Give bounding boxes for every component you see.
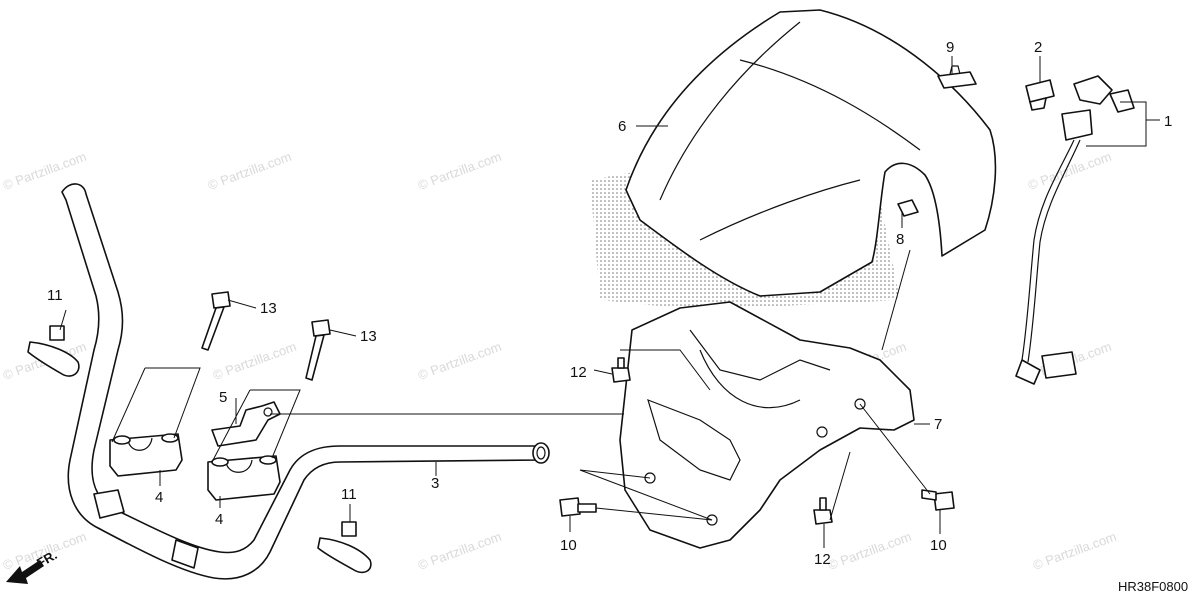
watermark: © Partzilla.com (826, 529, 913, 573)
callout-5: 5 (219, 389, 227, 406)
callout-9: 9 (946, 39, 954, 56)
callout-12: 12 (570, 364, 587, 381)
callout-10: 10 (560, 537, 577, 554)
callout-13: 13 (360, 328, 377, 345)
handlebar-lower-cover-part[interactable] (619, 301, 915, 549)
clip-part[interactable] (937, 65, 977, 89)
callout-6: 6 (618, 118, 626, 135)
clip-part[interactable] (897, 199, 919, 217)
handlebar-holder-part[interactable] (207, 455, 281, 501)
callout-4: 4 (215, 511, 223, 528)
bolt-part[interactable] (201, 291, 231, 351)
bolt-part[interactable] (921, 489, 955, 511)
switch-cap-part[interactable] (1025, 79, 1055, 111)
handlebar-holder-part[interactable] (109, 433, 183, 477)
callout-3: 3 (431, 475, 439, 492)
callout-13: 13 (260, 300, 277, 317)
watermark: © Partzilla.com (1031, 529, 1118, 573)
leader-lines (59, 56, 1160, 548)
screw-part[interactable] (611, 357, 631, 383)
callout-4: 4 (155, 489, 163, 506)
bracket-part[interactable] (211, 401, 281, 447)
watermark: © Partzilla.com (1026, 149, 1113, 193)
watermark: © Partzilla.com (211, 339, 298, 383)
watermark: © Partzilla.com (416, 339, 503, 383)
front-arrow-icon (6, 560, 44, 584)
handlebar-part[interactable] (61, 183, 550, 580)
diagram-code: HR38F0800 (1118, 579, 1188, 594)
callout-1: 1 (1164, 113, 1172, 130)
callout-11: 11 (341, 486, 357, 503)
bolt-part[interactable] (305, 319, 331, 381)
cable-band-part[interactable] (317, 521, 372, 574)
callout-7: 7 (934, 416, 942, 433)
bolt-part[interactable] (559, 497, 597, 517)
callout-10: 10 (930, 537, 947, 554)
ignition-switch-part[interactable] (1015, 75, 1135, 385)
watermark: © Partzilla.com (416, 529, 503, 573)
callout-8: 8 (896, 231, 904, 248)
watermark: © Partzilla.com (206, 149, 293, 193)
watermark: © Partzilla.com (416, 149, 503, 193)
callout-2: 2 (1034, 39, 1042, 56)
screw-part[interactable] (813, 497, 833, 525)
handlebar-upper-cover-part[interactable] (590, 9, 997, 310)
callout-12: 12 (814, 551, 831, 568)
callout-11: 11 (47, 287, 63, 304)
callouts: 1 2 3 4 4 5 6 7 8 9 10 10 11 11 12 12 13… (47, 39, 1172, 568)
